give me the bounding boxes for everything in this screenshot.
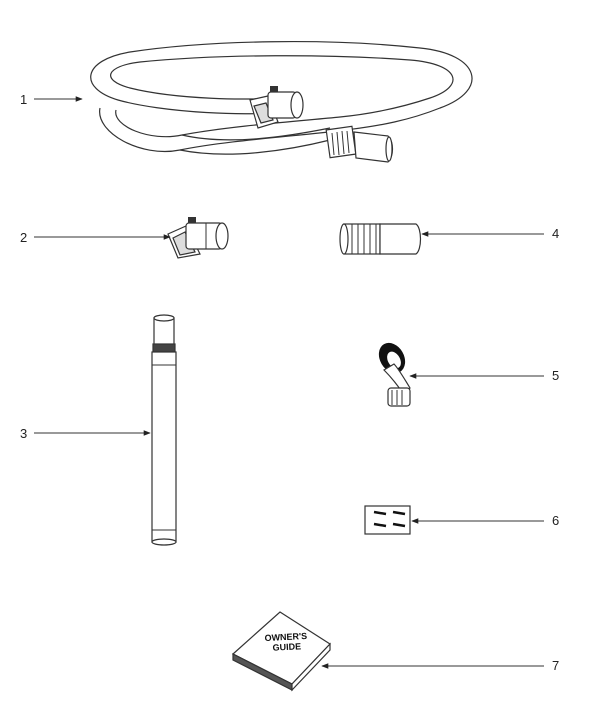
callout-3: 3: [20, 426, 151, 441]
callout-7: 7: [321, 658, 559, 673]
callout-number-1: 1: [20, 92, 27, 107]
screw-pack: [364, 505, 411, 535]
hose-swivel-on-assembly: [249, 86, 304, 129]
callout-number-4: 4: [552, 226, 559, 241]
hose-swivel-fitting: [167, 217, 229, 259]
callout-number-5: 5: [552, 368, 559, 383]
owners-guide: OWNER'S GUIDE: [231, 611, 331, 692]
hose-cuff: [339, 223, 422, 255]
callout-2: 2: [20, 230, 171, 245]
guide-title-line1: OWNER'S: [264, 631, 307, 643]
callout-6: 6: [411, 513, 559, 528]
callout-number-6: 6: [552, 513, 559, 528]
callout-number-2: 2: [20, 230, 27, 245]
guide-title-line2: GUIDE: [272, 641, 301, 652]
callout-1: 1: [20, 92, 83, 107]
curved-elbow-wand: [378, 342, 411, 407]
callout-number-3: 3: [20, 426, 27, 441]
callout-5: 5: [409, 368, 559, 383]
hose-end-cuff: [325, 125, 394, 163]
callout-4: 4: [421, 226, 559, 241]
hose-assembly: [90, 41, 473, 163]
callout-number-7: 7: [552, 658, 559, 673]
extension-wand: [151, 314, 177, 546]
